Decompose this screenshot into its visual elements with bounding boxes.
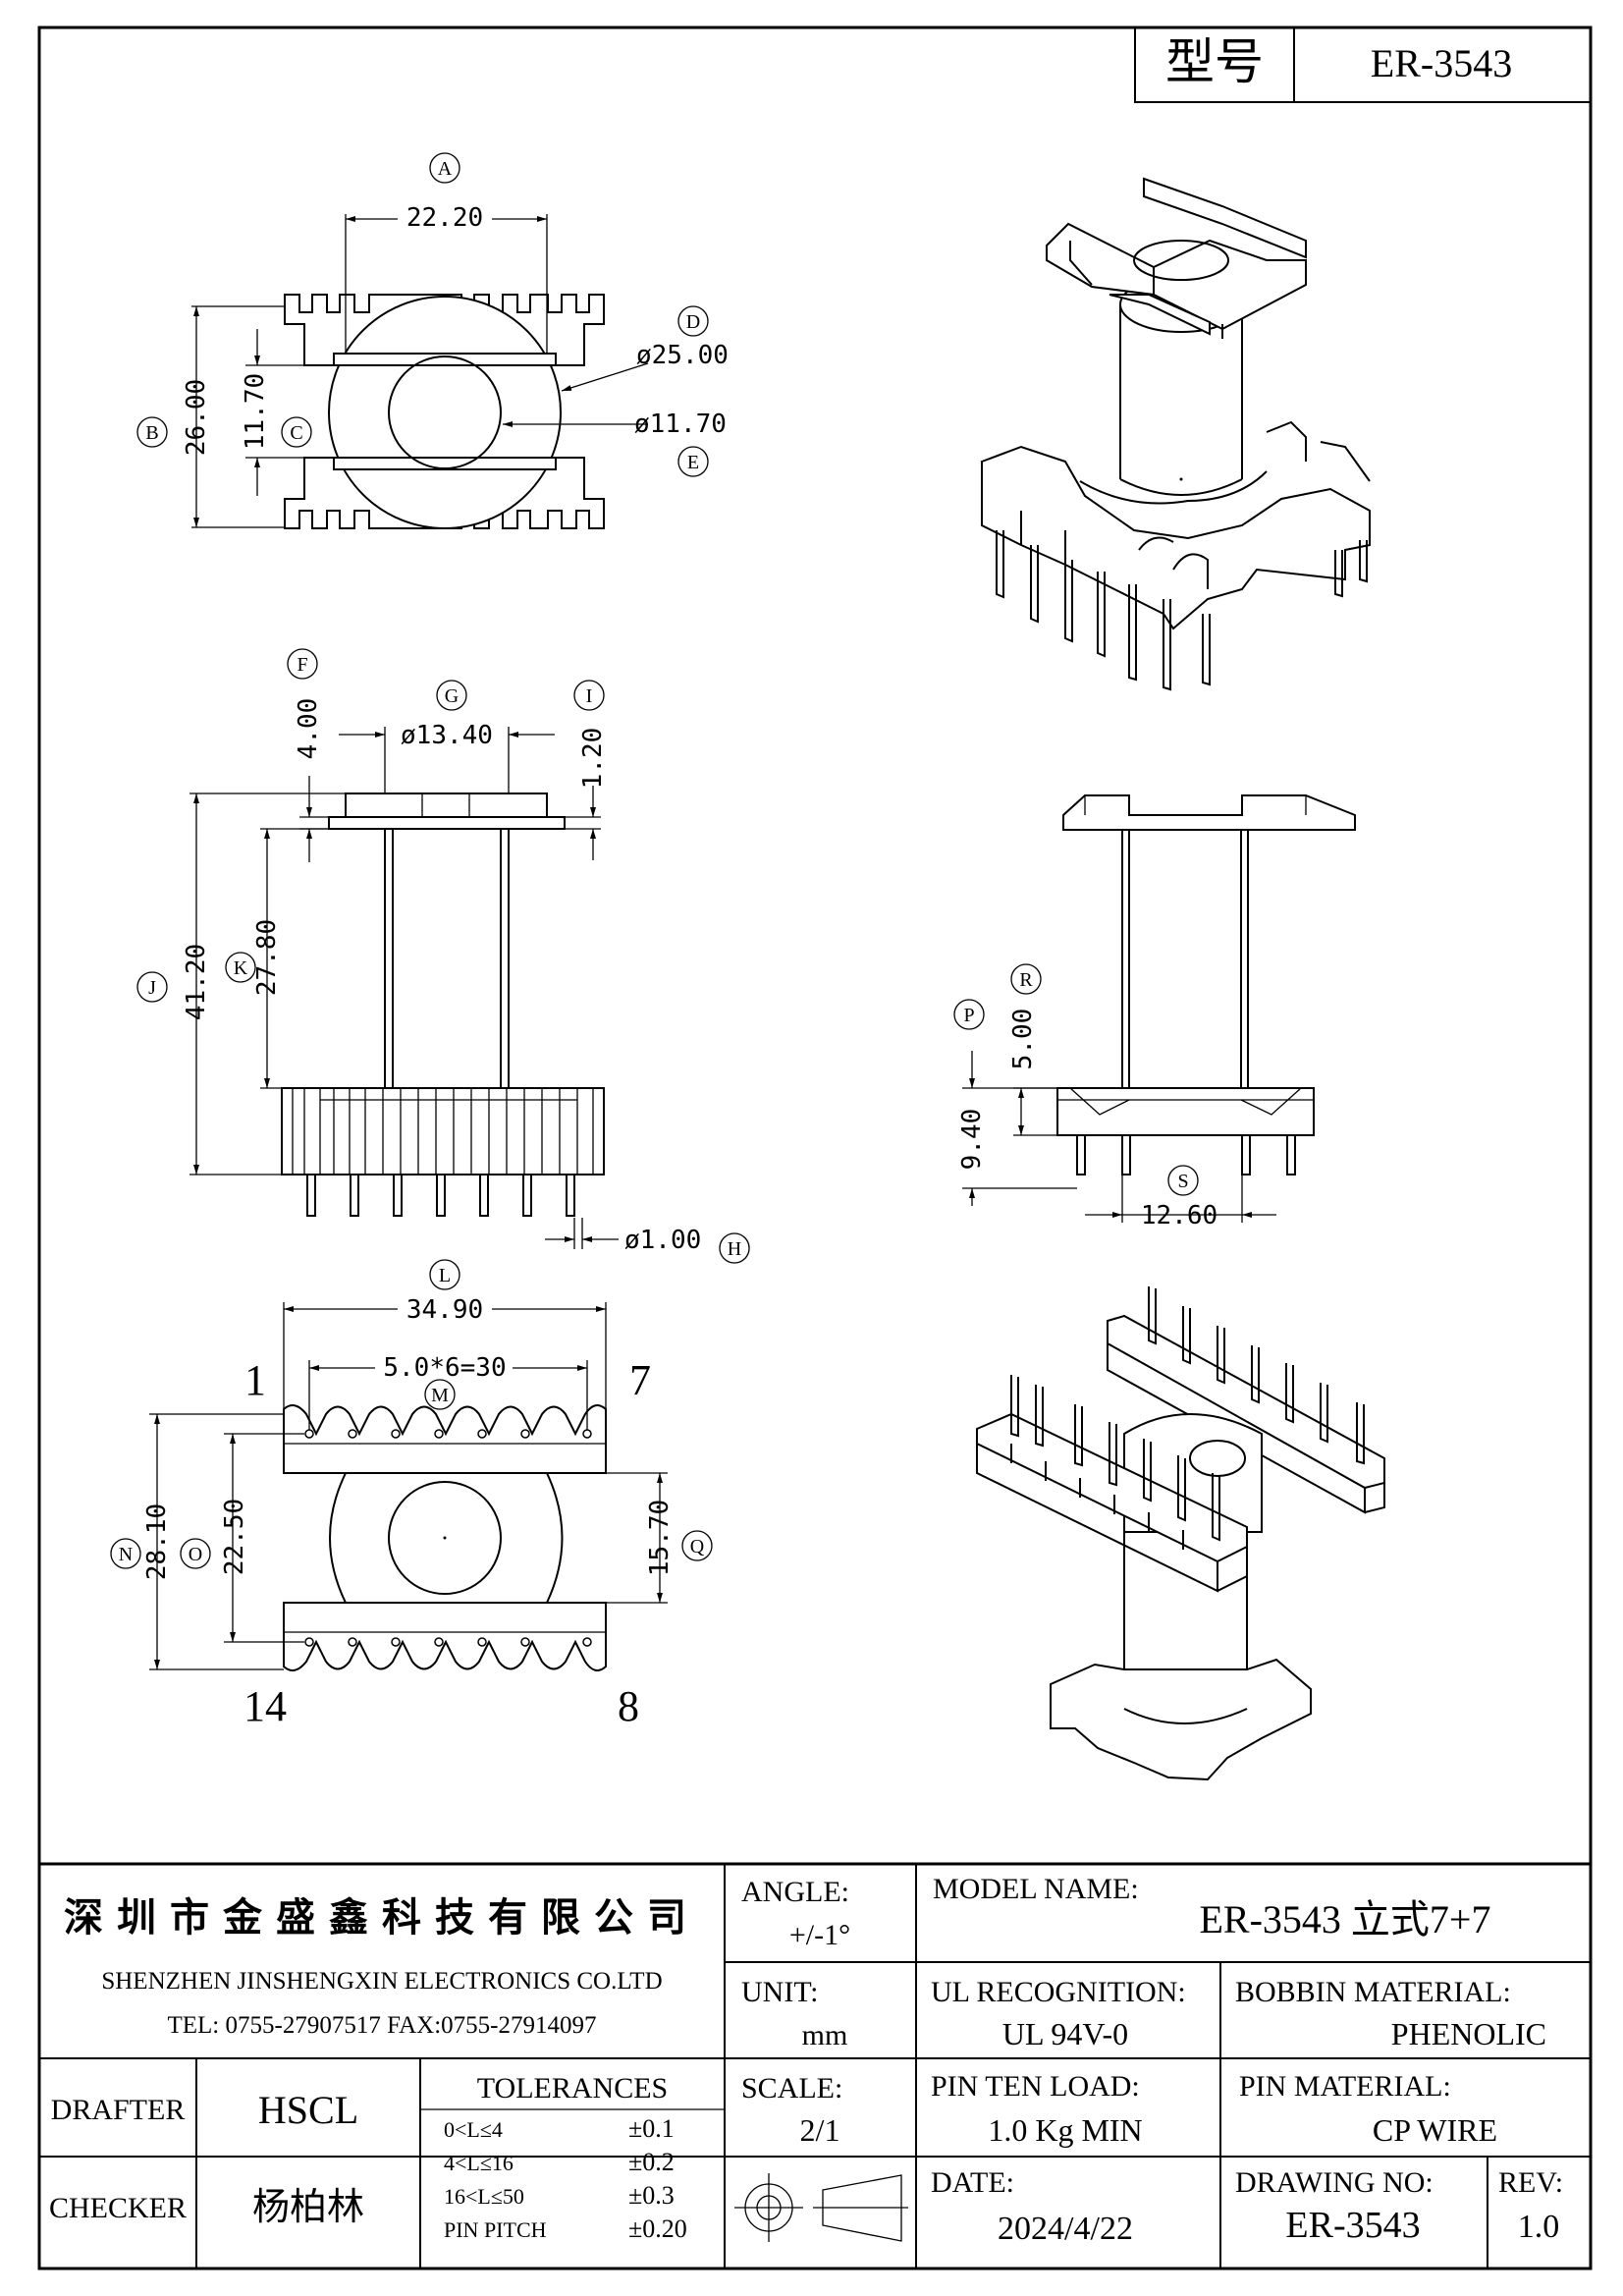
callout-j: J: [148, 977, 156, 999]
pin-load-label: PIN TEN LOAD:: [931, 2070, 1140, 2103]
checker-label: CHECKER: [49, 2192, 187, 2224]
tol-range-4: PIN PITCH: [444, 2217, 547, 2242]
tol-range-3: 16<L≤50: [444, 2184, 524, 2209]
company-contact: TEL: 0755-27907517 FAX:0755-27914097: [167, 2012, 596, 2039]
title-block: 深圳市金盛鑫科技有限公司 SHENZHEN JINSHENGXIN ELECTR…: [39, 1862, 1591, 2269]
pin-load-value: 1.0 Kg MIN: [988, 2112, 1142, 2148]
dim-pin-dia: ø1.00: [624, 1226, 701, 1255]
bottom-view: 34.90 L 5.0*6=30 M 1 7 14 8 28.10 N 22.5…: [110, 1259, 713, 1730]
callout-h: H: [728, 1238, 741, 1260]
rev-label: REV:: [1498, 2166, 1563, 2199]
model-name-label: MODEL NAME:: [933, 1873, 1139, 1905]
side-view: 41.20 J 27.80 K 4.00 F ø13.40 G 1.20 I: [136, 648, 750, 1264]
callout-k: K: [234, 957, 248, 979]
dim-top-height: 26.00: [182, 379, 211, 456]
tol-value-4: ±0.20: [628, 2214, 687, 2243]
drawing-no-label: DRAWING NO:: [1235, 2166, 1434, 2199]
callout-b: B: [145, 422, 158, 444]
rev-value: 1.0: [1518, 2209, 1560, 2245]
callout-e: E: [687, 452, 699, 473]
ul-value: UL 94V-0: [1002, 2016, 1128, 2051]
dim-rs-p: 9.40: [957, 1109, 987, 1171]
projection-symbol-icon: [734, 2173, 908, 2242]
isometric-view-top: [981, 177, 1371, 691]
isometric-view-bottom: [976, 1286, 1385, 1781]
dim-side-flange: 4.00: [294, 698, 323, 760]
sheet-border: [37, 26, 1593, 2270]
model-name-value: ER-3543 立式7+7: [1200, 1897, 1491, 1941]
tol-value-2: ±0.2: [628, 2148, 675, 2176]
callout-o: O: [189, 1544, 202, 1565]
date-label: DATE:: [931, 2166, 1014, 2199]
pin-label-7: 7: [629, 1356, 651, 1404]
header-model-box: 型号 ER-3543: [1134, 27, 1592, 103]
header-model-number: ER-3543: [1371, 41, 1512, 85]
company-name-en: SHENZHEN JINSHENGXIN ELECTRONICS CO.LTD: [101, 1968, 662, 1995]
tol-range-2: 4<L≤16: [444, 2151, 514, 2175]
dim-top-id: ø11.70: [634, 410, 727, 439]
callout-s: S: [1177, 1171, 1188, 1192]
dim-side-top-thickness: 1.20: [578, 728, 608, 790]
dim-side-core: ø13.40: [401, 721, 493, 750]
tolerances-label: TOLERANCES: [477, 2072, 668, 2105]
callout-m: M: [431, 1385, 449, 1406]
checker-value: 杨柏林: [252, 2185, 364, 2228]
right-side-view: 9.40 P 5.00 R 12.60 S: [953, 794, 1356, 1230]
pin-material-value: CP WIRE: [1373, 2112, 1497, 2148]
dim-bot-o: 22.50: [220, 1499, 249, 1575]
tol-range-1: 0<L≤4: [444, 2117, 503, 2142]
drafter-label: DRAFTER: [51, 2094, 186, 2126]
tol-value-1: ±0.1: [628, 2114, 675, 2143]
tol-value-3: ±0.3: [628, 2181, 675, 2210]
callout-d: D: [686, 311, 700, 333]
callout-r: R: [1019, 969, 1033, 991]
angle-value: +/-1°: [789, 1919, 850, 1951]
dim-top-slot: 11.70: [241, 373, 270, 450]
ul-label: UL RECOGNITION:: [931, 1976, 1186, 2008]
callout-p: P: [963, 1005, 974, 1026]
unit-value: mm: [802, 2019, 848, 2051]
dim-bot-width: 34.90: [406, 1295, 483, 1325]
pin-material-label: PIN MATERIAL:: [1239, 2070, 1451, 2103]
header-model-label: 型号: [1165, 33, 1264, 90]
callout-g: G: [445, 685, 459, 707]
callout-c: C: [290, 422, 302, 444]
scale-value: 2/1: [800, 2112, 840, 2148]
dim-side-winding: 27.80: [252, 919, 282, 996]
dim-bot-q: 15.70: [645, 1500, 675, 1576]
dim-side-total: 41.20: [182, 944, 211, 1020]
callout-l: L: [439, 1265, 451, 1286]
angle-label: ANGLE:: [741, 1876, 849, 1908]
dim-top-width: 22.20: [406, 203, 483, 233]
unit-label: UNIT:: [741, 1976, 819, 2008]
callout-n: N: [119, 1544, 133, 1565]
date-value: 2024/4/22: [998, 2211, 1133, 2247]
top-view: 22.20 A 26.00 B 11.70 C ø25.00 D ø11.70 …: [136, 152, 729, 529]
pin-label-1: 1: [244, 1356, 266, 1404]
pin-label-8: 8: [618, 1682, 639, 1730]
dim-rs-r: 5.00: [1008, 1009, 1038, 1070]
drafter-value: HSCL: [258, 2088, 358, 2132]
dim-rs-s: 12.60: [1141, 1201, 1217, 1230]
dim-bot-n: 28.10: [142, 1503, 172, 1580]
scale-label: SCALE:: [741, 2072, 842, 2105]
dim-pitch: 5.0*6=30: [383, 1353, 506, 1383]
dim-top-od: ø25.00: [636, 341, 729, 370]
company-name-cn: 深圳市金盛鑫科技有限公司: [64, 1895, 700, 1941]
bobbin-material-label: BOBBIN MATERIAL:: [1235, 1976, 1511, 2008]
callout-f: F: [297, 654, 307, 676]
callout-i: I: [586, 685, 593, 707]
drawing-no-value: ER-3543: [1285, 2205, 1420, 2246]
bobbin-material-value: PHENOLIC: [1391, 2016, 1546, 2051]
callout-a: A: [438, 158, 453, 180]
pin-label-14: 14: [243, 1682, 287, 1730]
callout-q: Q: [690, 1536, 705, 1558]
